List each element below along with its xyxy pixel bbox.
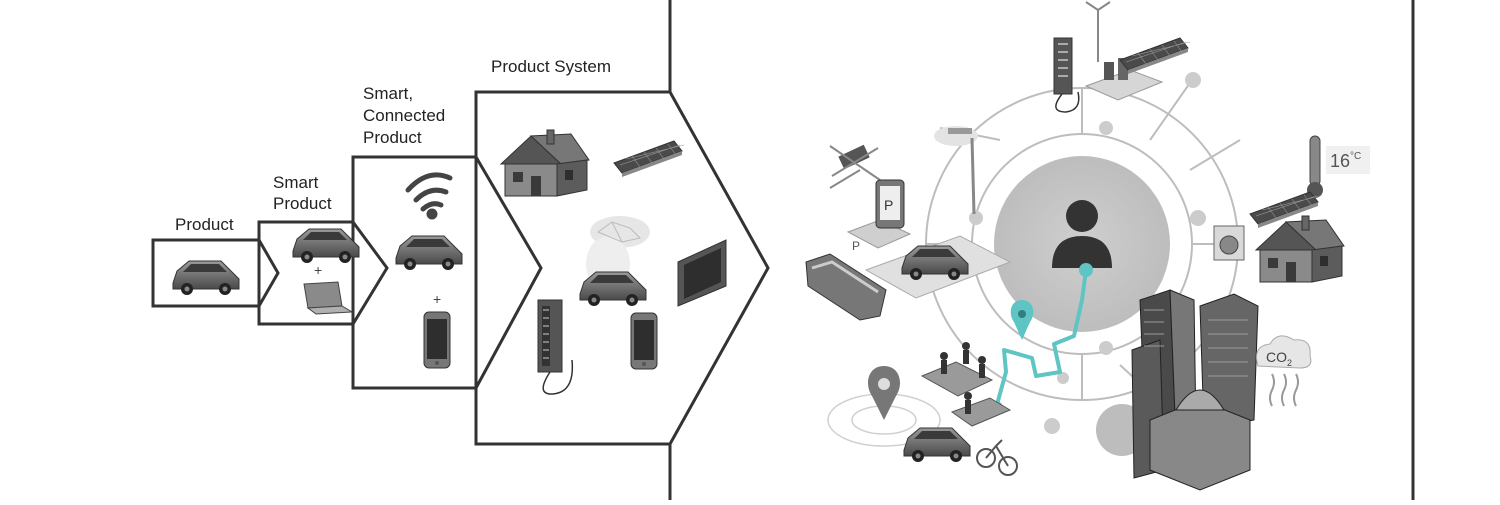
car-icon <box>292 228 360 264</box>
thermometer-icon: 16°C <box>1307 135 1370 198</box>
city-buildings-icon <box>1096 289 1259 491</box>
co2-cloud-icon: CO2 <box>1256 335 1312 407</box>
svg-text:P: P <box>852 239 860 253</box>
satellite-icon <box>829 144 881 189</box>
svg-text:CO2: CO2 <box>1266 349 1292 368</box>
phone-icon <box>630 312 658 370</box>
train-icon <box>805 253 887 321</box>
car-icon <box>903 427 971 463</box>
washing-machine-icon <box>1213 225 1245 261</box>
car-icon <box>172 260 240 296</box>
phone-icon <box>423 311 451 369</box>
map-pin-icon <box>1010 300 1034 340</box>
laptop-icon <box>303 281 353 315</box>
solar-panel-icon <box>1119 37 1191 75</box>
label-product: Product <box>175 215 234 234</box>
svg-text:P: P <box>884 197 893 213</box>
solar-panel-icon <box>613 140 685 178</box>
wind-turbine-icon <box>1085 1 1111 62</box>
plus-symbol: + <box>314 262 322 278</box>
person-icon <box>1052 200 1112 268</box>
house-icon <box>1255 215 1345 283</box>
house-icon <box>500 129 590 197</box>
wifi-icon <box>405 172 453 220</box>
parking-icon: P P <box>846 179 912 253</box>
battery-icon <box>1053 37 1080 113</box>
people-icon <box>920 342 1012 427</box>
map-pin-icon <box>868 366 900 420</box>
car-icon <box>395 235 463 271</box>
label-smart-product: Smart Product <box>273 173 332 213</box>
label-smart-connected-product: Smart, Connected Product <box>363 84 450 147</box>
bicycle-icon <box>976 439 1018 476</box>
battery-icon <box>537 299 574 395</box>
svg-text:16°C: 16°C <box>1330 151 1361 171</box>
car-icon <box>579 271 647 307</box>
street-lamp-icon <box>934 126 978 215</box>
stage-shape-product <box>151 238 280 308</box>
stage-shape-smart-connected-product <box>351 155 543 390</box>
energy-plant-icon <box>1084 58 1164 101</box>
plus-symbol: + <box>433 291 441 307</box>
tablet-icon <box>677 239 727 307</box>
network-nodes <box>969 72 1206 434</box>
label-product-system: Product System <box>491 57 611 76</box>
route-start-dot <box>1079 263 1093 277</box>
route-path <box>994 269 1088 409</box>
product-evolution <box>151 0 770 500</box>
